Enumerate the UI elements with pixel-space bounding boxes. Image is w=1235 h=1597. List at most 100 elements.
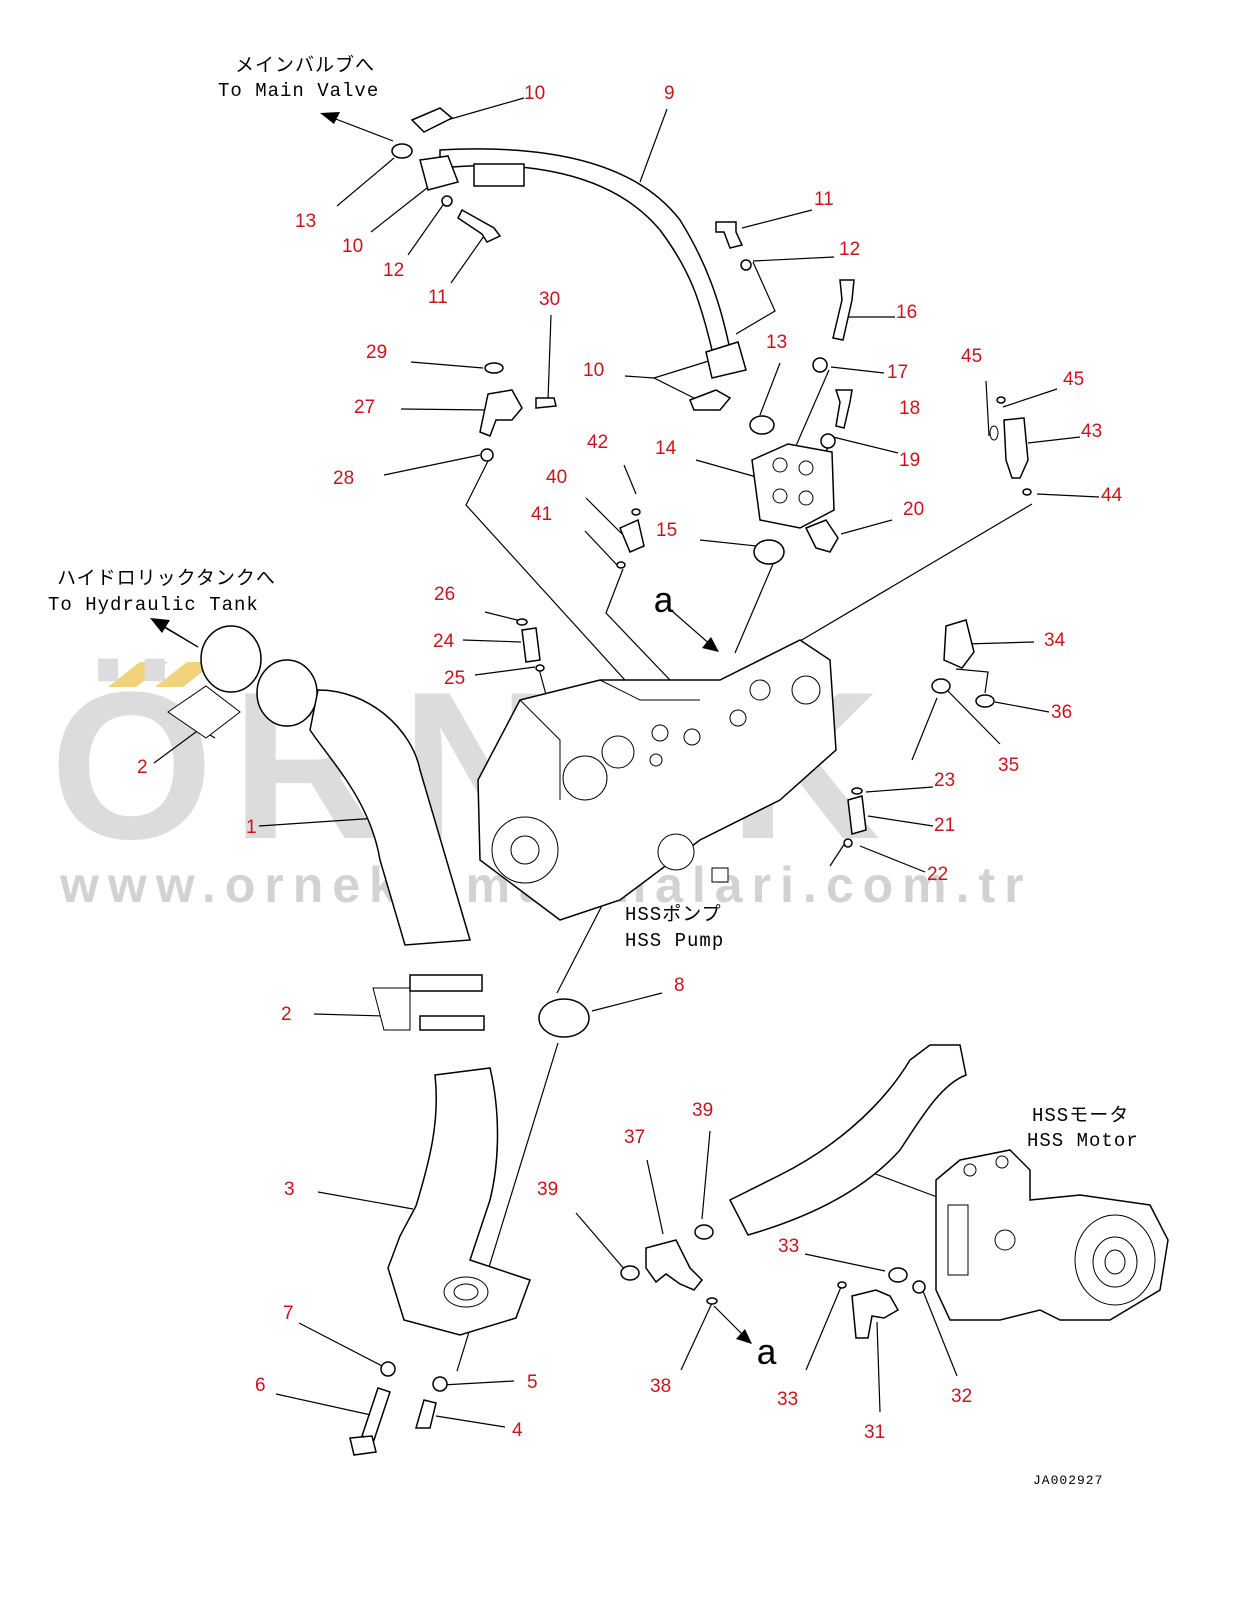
callout-26: 26	[434, 584, 455, 605]
arrow-to-main-valve	[320, 112, 340, 124]
callout-7: 7	[283, 1303, 294, 1324]
flow-labels: メインバルブへ To Main Valve ハイドロリックタンクへ To Hyd…	[48, 53, 1139, 1488]
callout-25: 25	[444, 668, 465, 689]
callout-24: 24	[433, 631, 455, 652]
washer-icon	[740, 259, 752, 271]
to-main-valve-label-jp: メインバルブへ	[235, 53, 375, 77]
callout-17: 17	[887, 362, 908, 383]
bolt-icon	[457, 208, 502, 243]
o-ring-icon	[837, 1281, 847, 1289]
callout-4: 4	[512, 1420, 523, 1441]
hss-motor-label-en: HSS Motor	[1027, 1130, 1139, 1152]
callout-12: 12	[839, 239, 860, 260]
flow-arrows	[150, 112, 752, 1344]
band-icon	[419, 1015, 485, 1031]
hss-motor-label-jp: HSSモータ	[1032, 1104, 1129, 1127]
o-ring-icon	[620, 1265, 640, 1281]
callout-11: 11	[428, 287, 448, 308]
o-ring-icon	[843, 838, 853, 848]
callout-1: 1	[246, 817, 257, 838]
callout-33: 33	[777, 1389, 798, 1410]
o-ring-icon	[749, 415, 775, 435]
o-ring-icon	[851, 787, 863, 795]
callout-37: 37	[624, 1127, 645, 1148]
arrow-to-hydraulic-tank	[150, 618, 170, 633]
o-ring-icon	[912, 1280, 926, 1294]
o-ring-icon	[616, 561, 626, 569]
clamp-half-icon	[410, 107, 454, 133]
callout-15: 15	[656, 520, 677, 541]
callout-23: 23	[934, 770, 955, 791]
callout-12: 12	[383, 260, 404, 281]
o-ring-icon	[888, 1267, 908, 1283]
callout-10: 10	[583, 360, 604, 381]
o-ring-icon	[753, 539, 785, 565]
o-ring-icon	[516, 618, 528, 626]
marker-a-bottom: a	[756, 1334, 779, 1375]
callout-41: 41	[531, 504, 552, 525]
callout-3: 3	[284, 1179, 295, 1200]
elbow-fitting-icon	[847, 795, 867, 835]
bleeder-icon	[535, 397, 557, 409]
callout-29: 29	[366, 342, 387, 363]
hss-pump-label-en: HSS Pump	[625, 930, 724, 952]
callout-36: 36	[1051, 702, 1072, 723]
o-ring-icon	[631, 508, 641, 516]
callout-42: 42	[587, 432, 608, 453]
callout-34: 34	[1044, 630, 1066, 651]
leader-lines	[153, 97, 1100, 1428]
callout-40: 40	[546, 467, 567, 488]
washer-icon	[432, 1376, 448, 1392]
o-ring-icon	[538, 998, 590, 1038]
callout-10: 10	[524, 83, 545, 104]
motor-hose-icon	[728, 1044, 967, 1236]
valve-block-icon	[751, 443, 835, 529]
to-main-valve-label-en: To Main Valve	[218, 80, 379, 102]
watermark-accent-left	[108, 662, 168, 687]
elbow-fitting-icon	[479, 389, 523, 437]
watermark-accent-right	[155, 662, 215, 687]
callout-2: 2	[137, 757, 148, 778]
callout-30: 30	[539, 289, 560, 310]
clamp-half-icon	[689, 389, 732, 411]
callout-16: 16	[896, 302, 917, 323]
callout-31: 31	[864, 1422, 885, 1443]
flange-fitting-icon	[419, 155, 459, 191]
hose-clamp-icon	[200, 625, 262, 693]
bolt-icon	[361, 1387, 391, 1441]
o-ring-icon	[1022, 488, 1032, 496]
callout-39: 39	[692, 1100, 713, 1121]
o-ring-icon	[694, 1224, 714, 1240]
sensor-fitting-icon	[804, 519, 839, 553]
band-icon	[409, 974, 483, 992]
callout-27: 27	[354, 397, 375, 418]
callout-5: 5	[527, 1372, 538, 1393]
flange-fitting-icon	[705, 341, 747, 379]
washer-icon	[380, 1361, 396, 1377]
marker-a-top: a	[653, 582, 676, 623]
arrow-marker-a-top	[702, 637, 719, 652]
callout-44: 44	[1101, 485, 1123, 506]
callout-45: 45	[961, 346, 982, 367]
drawing-id: JA002927	[1033, 1473, 1103, 1488]
o-ring-icon	[480, 448, 494, 462]
callout-28: 28	[333, 468, 354, 489]
callout-32: 32	[951, 1386, 972, 1407]
o-ring-icon	[931, 678, 951, 694]
callout-45: 45	[1063, 369, 1084, 390]
callout-43: 43	[1081, 421, 1102, 442]
to-hydraulic-tank-label-jp: ハイドロリックタンクへ	[57, 567, 276, 590]
tee-fitting-icon	[645, 1239, 704, 1291]
hss-motor-icon	[935, 1149, 1169, 1321]
callout-13: 13	[295, 211, 316, 232]
elbow-fitting-icon	[943, 619, 975, 669]
callout-19: 19	[899, 450, 920, 471]
callout-10: 10	[342, 236, 363, 257]
callout-14: 14	[655, 438, 677, 459]
washer-icon	[820, 433, 836, 449]
hex-bolt-head-icon	[349, 1435, 377, 1456]
hose-fitting-icon	[473, 163, 525, 187]
o-ring-icon	[535, 664, 545, 672]
bolt-icon	[715, 221, 744, 249]
